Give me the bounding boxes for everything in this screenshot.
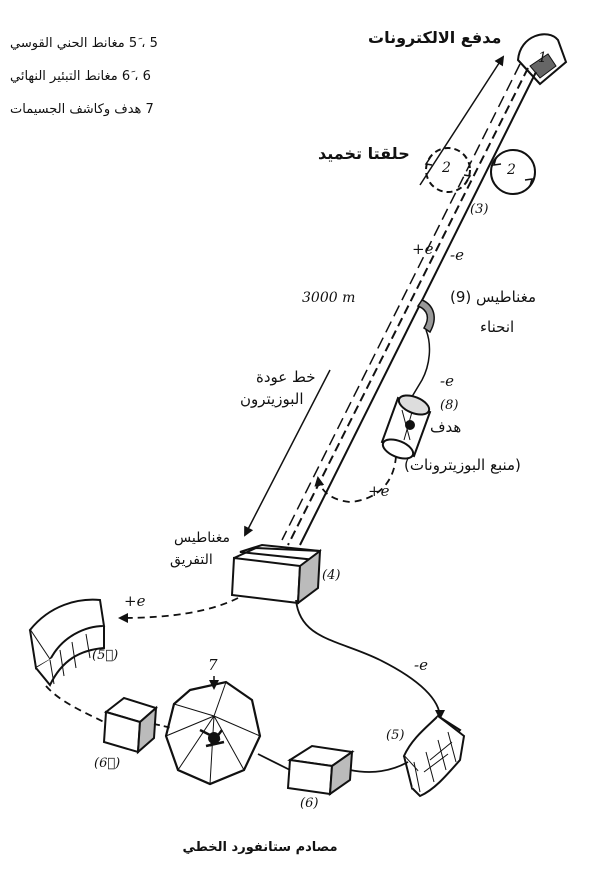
electron-path-right bbox=[295, 599, 445, 720]
label-arc-right-number: (5) bbox=[386, 728, 405, 743]
label-e-plus-left: e+ bbox=[124, 592, 146, 610]
legend: 5 ، 5َ مغانط الحني القوسي 6 ، 6َ مغانط ا… bbox=[10, 34, 250, 133]
focus-to-arc-right bbox=[349, 761, 409, 773]
separation-magnet bbox=[230, 543, 322, 606]
label-focus-right-number: (6) bbox=[300, 796, 319, 811]
damping-ring-solid bbox=[490, 149, 536, 195]
label-positron-return-b: البوزيترون bbox=[240, 390, 304, 408]
label-separation-a: مغناطيس bbox=[174, 530, 230, 546]
label-ring1-number: 2 bbox=[442, 160, 451, 176]
label-bending-magnet-a: مغناطيس (9) bbox=[450, 288, 536, 306]
label-e-minus-target: e- bbox=[440, 372, 454, 390]
label-length: 3000 m bbox=[302, 290, 356, 306]
damping-ring-dashed bbox=[425, 147, 471, 193]
label-gun-number: 1 bbox=[538, 50, 547, 66]
legend-item-focus: 6 ، 6َ مغانط التبئير النهائي bbox=[10, 69, 151, 84]
arc-magnet-left bbox=[28, 598, 106, 687]
label-e-minus-right: e- bbox=[414, 656, 428, 674]
damping-ring-arrows-1 bbox=[424, 157, 472, 183]
linac-dash-beam bbox=[281, 63, 521, 541]
label-separation-b: التفريق bbox=[170, 552, 213, 568]
label-bending-magnet-b: انحناء bbox=[480, 318, 515, 336]
label-electron-gun: مدفع الالكترونات bbox=[368, 28, 502, 47]
label-e-plus-return: e+ bbox=[368, 482, 390, 500]
label-focus-left-number: (6ِ) bbox=[94, 756, 121, 771]
electron-gun-shape bbox=[516, 33, 568, 86]
legend-item-arc: 5 ، 5َ مغانط الحني القوسي bbox=[10, 36, 158, 51]
bending-magnet-9 bbox=[416, 299, 435, 334]
focus-to-detector-left bbox=[153, 723, 173, 729]
label-target: هدف bbox=[430, 418, 462, 436]
focus-box-left bbox=[102, 696, 159, 755]
label-linac-number: (3) bbox=[470, 202, 489, 217]
length-arrow-down bbox=[244, 369, 331, 537]
linac-electron-beam bbox=[299, 71, 537, 546]
linac-positron-beam bbox=[287, 67, 529, 546]
label-e-plus-top: e+ bbox=[412, 240, 434, 258]
arc-magnet-right bbox=[402, 714, 466, 798]
length-arrow-up bbox=[419, 55, 505, 186]
target-cylinder bbox=[380, 394, 432, 460]
positron-path-left bbox=[118, 597, 239, 623]
label-e-minus-top: e- bbox=[450, 246, 464, 264]
figure-caption: مصادم ستانفورد الخطي bbox=[182, 840, 338, 855]
label-ring2-number: 2 bbox=[507, 162, 516, 178]
label-detector-number: 7 bbox=[208, 656, 218, 674]
label-arc-left-number: (5ِ) bbox=[92, 648, 119, 663]
detector-to-focus-right bbox=[257, 753, 291, 771]
label-target-number: (8) bbox=[440, 398, 459, 413]
label-positron-return-a: خط عودة bbox=[256, 368, 316, 386]
arc-to-focus-left bbox=[45, 685, 105, 723]
focus-box-right bbox=[286, 744, 355, 797]
damping-ring-arrows-2 bbox=[492, 157, 534, 187]
electron-to-target-line bbox=[409, 329, 431, 401]
label-positron-source: (منبع البوزيترونات) bbox=[404, 456, 521, 474]
label-separation-number: (4) bbox=[322, 568, 341, 583]
legend-item-detector: 7 هدف وكاشف الجسيمات bbox=[10, 102, 154, 117]
detector-octagon bbox=[164, 680, 262, 786]
label-damping-rings: حلقتا تخميد bbox=[318, 144, 410, 163]
